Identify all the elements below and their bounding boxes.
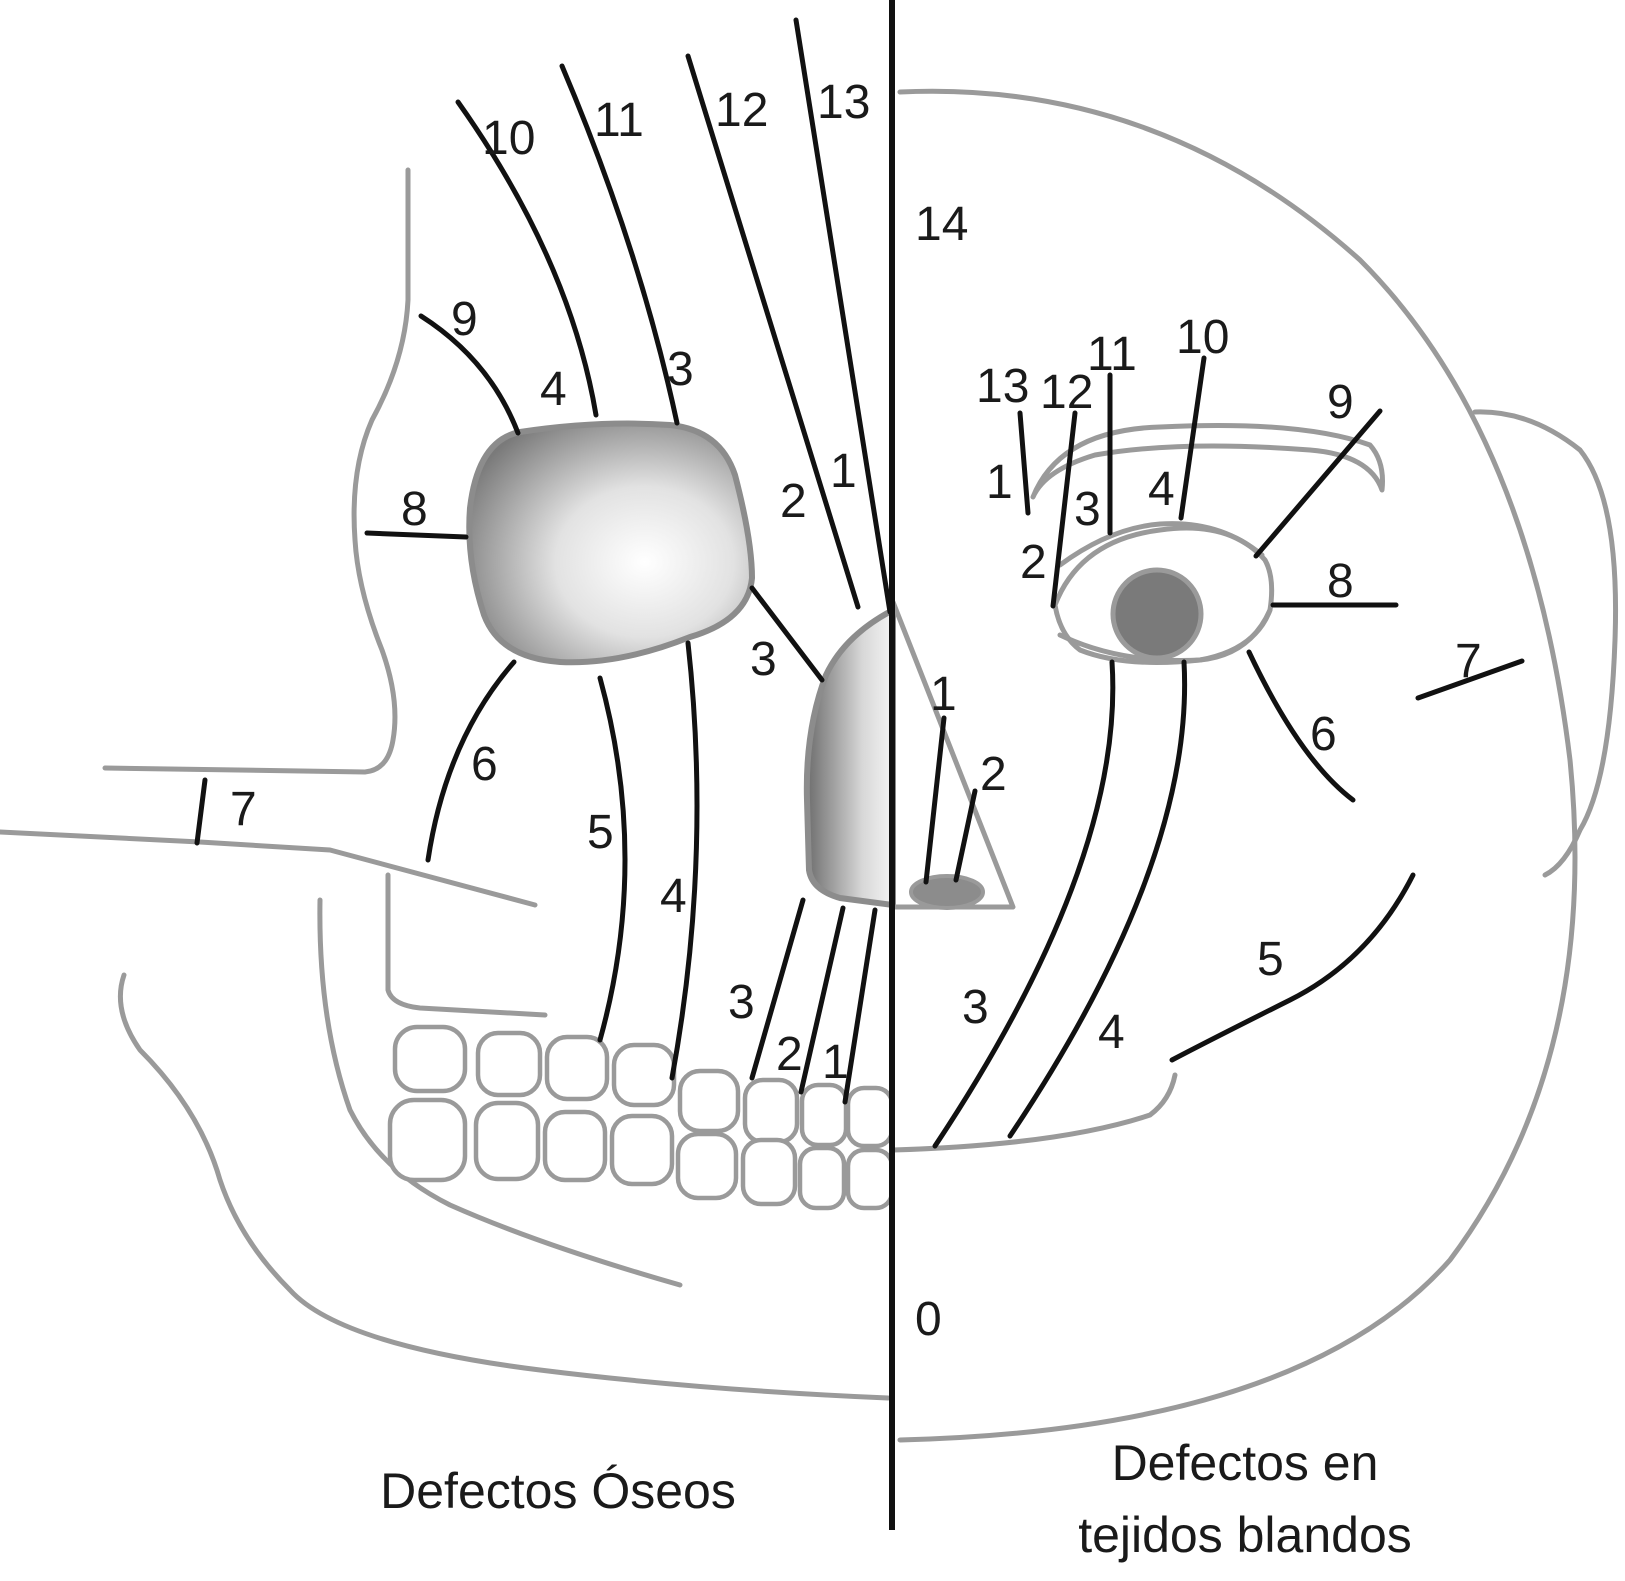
face-outline: [890, 88, 1619, 1443]
soft-label-4-brow: 4: [1148, 463, 1175, 516]
nasal-bone-shape: [803, 605, 896, 909]
tooth: [845, 1085, 895, 1149]
teeth-group: [387, 1024, 895, 1211]
bone-label-14: 14: [915, 198, 968, 251]
tooth: [799, 1082, 849, 1148]
bone-label-1-teeth: 1: [822, 1036, 849, 1089]
soft-label-11: 11: [1087, 328, 1137, 381]
tooth: [845, 1147, 895, 1211]
soft-label-4-lip: 4: [1098, 1006, 1125, 1059]
soft-label-9: 9: [1327, 376, 1354, 429]
soft-label-7: 7: [1455, 635, 1482, 688]
soft-label-5: 5: [1257, 933, 1284, 986]
tooth: [611, 1042, 677, 1108]
caption-bone-defects: Defectos Óseos: [380, 1463, 736, 1519]
soft-label-6: 6: [1310, 708, 1337, 761]
soft-label-1-nose: 1: [930, 668, 957, 721]
tooth: [742, 1077, 800, 1145]
tooth: [392, 1024, 468, 1094]
soft-label-8: 8: [1327, 555, 1354, 608]
soft-label-13: 13: [976, 360, 1029, 413]
soft-label-3-brow: 3: [1074, 483, 1101, 536]
soft-label-1-brow: 1: [986, 456, 1013, 509]
bone-cleft-lines: [194, 17, 893, 1105]
tooth: [473, 1100, 541, 1182]
skull-outline: [0, 167, 891, 1401]
bone-label-2-teeth: 2: [776, 1028, 803, 1081]
soft-label-2-nose: 2: [980, 748, 1007, 801]
bone-label-10: 10: [482, 112, 535, 165]
bone-label-4-orbit: 4: [540, 363, 567, 416]
bone-label-0: 0: [915, 1293, 942, 1346]
orbit-shape: [466, 420, 756, 666]
soft-label-10: 10: [1176, 311, 1229, 364]
tooth: [675, 1131, 739, 1201]
tooth: [609, 1113, 675, 1187]
tooth: [475, 1030, 543, 1098]
bone-label-13: 13: [817, 76, 870, 129]
bone-label-3-teeth: 3: [728, 976, 755, 1029]
bone-label-2-nose: 2: [780, 475, 807, 528]
bone-label-6: 6: [471, 738, 498, 791]
soft-label-12: 12: [1040, 366, 1093, 419]
bone-label-8: 8: [401, 483, 428, 536]
bone-label-1-nose: 1: [830, 445, 857, 498]
tooth: [740, 1137, 798, 1207]
iris-shape: [1110, 567, 1204, 661]
bone-label-4-maxilla: 4: [660, 870, 687, 923]
bone-label-11: 11: [594, 94, 644, 147]
bone-label-3-orbit: 3: [667, 343, 694, 396]
tooth: [797, 1145, 847, 1211]
nostril-shape: [909, 874, 985, 910]
bone-label-7: 7: [230, 783, 257, 836]
tooth: [387, 1097, 468, 1183]
bone-label-9: 9: [451, 293, 478, 346]
tooth: [677, 1068, 741, 1134]
soft-label-3-lip: 3: [962, 981, 989, 1034]
bone-label-5: 5: [587, 806, 614, 859]
bone-label-12: 12: [715, 84, 768, 137]
soft-tissue-cleft-lines: [923, 355, 1525, 1149]
caption-soft-tissue-line1: Defectos en: [1112, 1435, 1379, 1491]
caption-soft-tissue-line2: tejidos blandos: [1078, 1507, 1412, 1563]
tooth: [542, 1109, 608, 1183]
bone-label-3-nose: 3: [750, 633, 777, 686]
soft-label-2-brow: 2: [1020, 536, 1047, 589]
tooth: [544, 1034, 610, 1102]
